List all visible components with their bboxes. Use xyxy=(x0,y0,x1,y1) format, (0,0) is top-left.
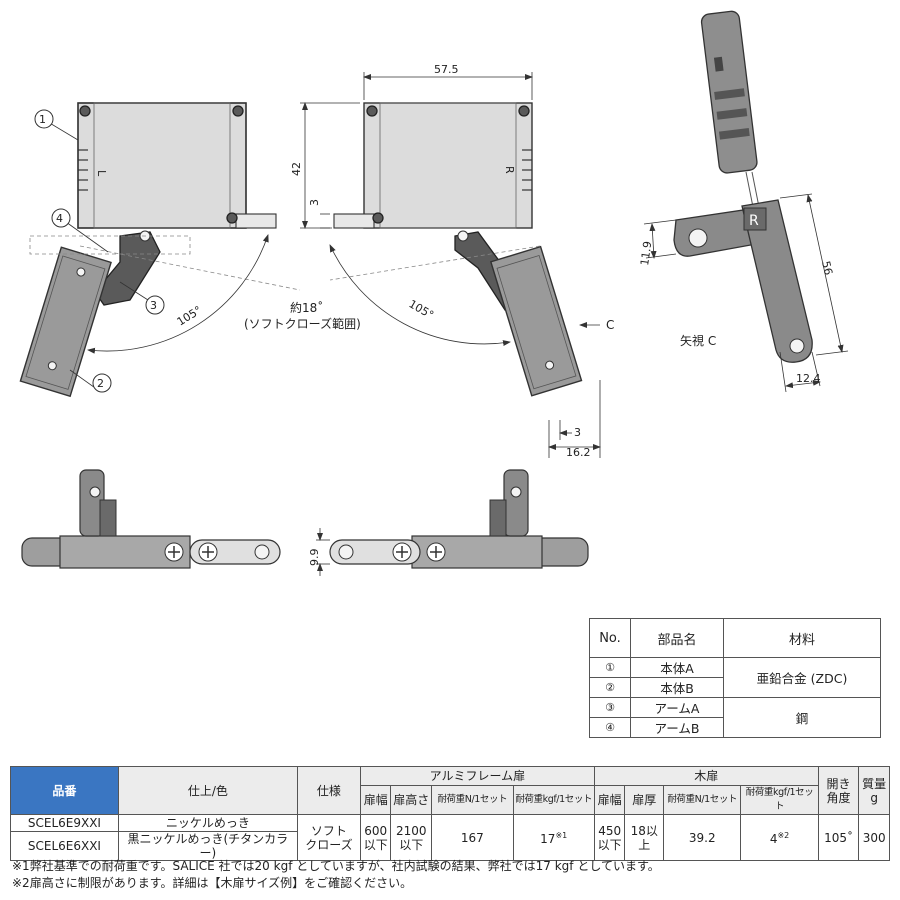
spec-header-wood-load-n: 耐荷重N/1セット xyxy=(663,785,742,815)
spec-header-wood-load-kgf: 耐荷重kgf/1セット xyxy=(740,785,819,815)
dim-16-2: 16.2 xyxy=(566,446,591,459)
footnote-2: ※2扉高さに制限があります。詳細は【木扉サイズ例】をご確認ください。 xyxy=(12,876,413,890)
spec-alu-load-kgf: 17※1 xyxy=(512,814,595,861)
callout-2: 2 xyxy=(97,377,104,390)
soft-close-label-1: 約18˚ xyxy=(290,300,323,315)
spec-header-alu-load-n: 耐荷重N/1セット xyxy=(431,785,514,815)
spec-header-alu: アルミフレーム扉 xyxy=(359,766,595,786)
technical-drawing: L 3 105° 1 4 3 2 約18˚ xyxy=(19,10,849,576)
spec-angle: 105˚ xyxy=(817,814,860,861)
view-c-drawing: R 11.9 56 12.4 矢視 C xyxy=(638,10,849,393)
parts-no: ② xyxy=(589,677,631,698)
spec-header-spec: 仕様 xyxy=(296,766,361,815)
spec-header-alu-width: 扉幅 xyxy=(359,785,392,815)
spec-header-angle: 開き角度 xyxy=(817,766,860,815)
spec-row: SCEL6E6XXI 黒ニッケルめっき(チタンカラー) xyxy=(10,831,890,861)
parts-row: ③ アームA 鋼 xyxy=(589,697,881,738)
parts-row: ④ アームB xyxy=(589,717,881,738)
soft-close-label-2: (ソフトクローズ範囲) xyxy=(244,316,361,331)
spec-wood-load-kgf: 4※2 xyxy=(740,814,819,861)
spec-model: SCEL6E6XXI xyxy=(10,831,119,861)
angle-right-105: 105° xyxy=(407,297,436,322)
spec-header-alu-height: 扉高さ xyxy=(390,785,433,815)
spec-finish: ニッケルめっき xyxy=(117,814,298,832)
callout-3: 3 xyxy=(150,299,157,312)
parts-name: アームA xyxy=(630,697,724,718)
dim-12-4: 12.4 xyxy=(796,372,821,385)
dim-57-5: 57.5 xyxy=(434,63,459,76)
parts-no: ④ xyxy=(589,717,631,738)
parts-header-no: No. xyxy=(589,618,631,658)
parts-header-material: 材料 xyxy=(723,618,881,658)
right-hinge-top-view: 9.9 xyxy=(308,469,589,576)
spec-mass: 300 xyxy=(858,814,890,861)
spec-alu-load-n: 167 xyxy=(431,814,514,861)
dim-56: 56 xyxy=(819,260,835,277)
parts-material-zdc: 亜鉛合金 (ZDC) xyxy=(723,657,881,698)
footnotes: ※1弊社基準での耐荷重です。SALICE 社では20 kgf としていますが、社… xyxy=(12,858,660,892)
spec-header-wood-thick: 扉厚 xyxy=(624,785,665,815)
right-hinge-side-view: R 57.5 42 105° C 3 16.2 xyxy=(290,63,614,459)
left-screw-2 xyxy=(232,105,244,117)
parts-row: ① 本体A 亜鉛合金 (ZDC) xyxy=(589,657,881,698)
view-arrow-c: C xyxy=(606,318,614,332)
spec-header-wood-width: 扉幅 xyxy=(593,785,626,815)
parts-no: ③ xyxy=(589,697,631,718)
view-c-title: 矢視 C xyxy=(680,333,716,348)
right-body-a xyxy=(363,102,533,229)
parts-no: ① xyxy=(589,657,631,678)
view-c-r-mark: R xyxy=(749,213,759,229)
dim-42: 42 xyxy=(290,162,303,176)
left-body-mark: L xyxy=(95,170,108,177)
spec-wood-thick: 18以上 xyxy=(624,814,665,861)
left-body-a xyxy=(77,102,247,229)
right-body-b xyxy=(489,245,583,397)
callout-1: 1 xyxy=(39,113,46,126)
right-body-mark: R xyxy=(503,166,516,174)
parts-name: 本体B xyxy=(630,677,724,698)
spec-header-finish: 仕上/色 xyxy=(117,766,298,815)
left-body-b xyxy=(19,246,112,398)
spec-finish: 黒ニッケルめっき(チタンカラー) xyxy=(117,831,298,861)
left-hinge-top-view xyxy=(21,469,281,569)
dim-3-left: 3 xyxy=(308,199,321,206)
footnote-1: ※1弊社基準での耐荷重です。SALICE 社では20 kgf としていますが、社… xyxy=(12,859,660,873)
left-screw-1 xyxy=(79,105,91,117)
dim-11-9: 11.9 xyxy=(638,240,654,266)
dim-3-bottom: 3 xyxy=(574,426,581,439)
spec-wood-load-n: 39.2 xyxy=(663,814,742,861)
left-hinge-side-view: L 3 105° 1 4 3 2 xyxy=(19,102,330,398)
spec-header-model: 品番 xyxy=(10,766,119,815)
callout-4: 4 xyxy=(56,212,63,225)
spec-model: SCEL6E9XXI xyxy=(10,814,119,832)
parts-material-steel: 鋼 xyxy=(723,697,881,738)
angle-left-105: 105° xyxy=(175,303,204,328)
spec-header-wood: 木扉 xyxy=(593,766,819,786)
parts-header-name: 部品名 xyxy=(630,618,724,658)
left-screw-3 xyxy=(226,212,238,224)
parts-table: No. 部品名 材料 ① 本体A 亜鉛合金 (ZDC) ② 本体B ③ アームA… xyxy=(589,618,881,738)
parts-row: ② 本体B xyxy=(589,677,881,698)
parts-name: 本体A xyxy=(630,657,724,678)
spec-spec: ソフトクローズ xyxy=(296,814,361,861)
spec-header-alu-load-kgf: 耐荷重kgf/1セット xyxy=(512,785,595,815)
parts-name: アームB xyxy=(630,717,724,738)
dim-9-9: 9.9 xyxy=(308,549,321,567)
